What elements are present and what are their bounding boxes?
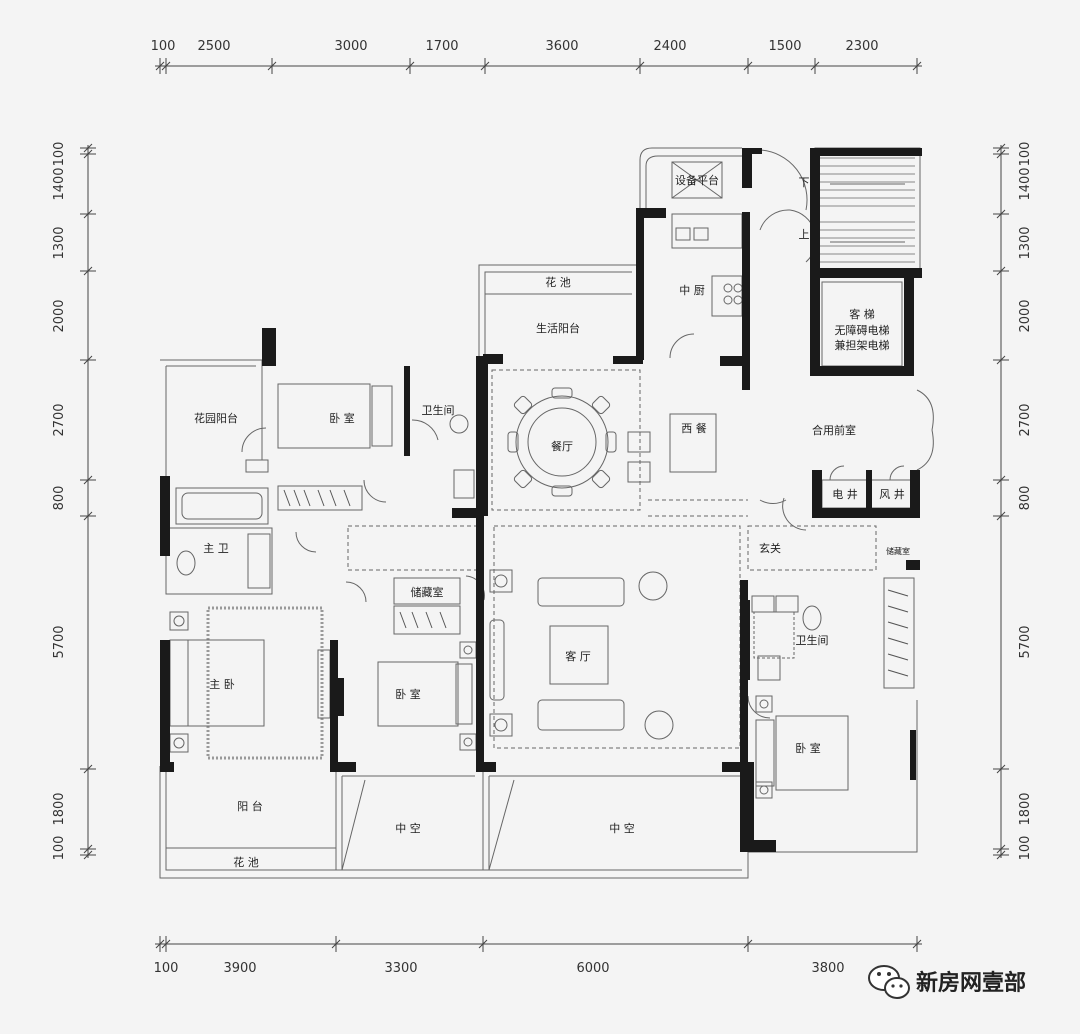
label-service-balcony: 生活阳台 [536, 321, 580, 335]
dim-left-1: 100 [52, 142, 67, 167]
label-equipment-platform: 设备平台 [675, 173, 719, 187]
dim-right-5: 2700 [1018, 403, 1033, 436]
dim-right-4: 2000 [1018, 299, 1033, 332]
dim-right-1: 100 [1018, 142, 1033, 167]
dimensions-right: 100 1400 1300 2000 2700 800 5700 1800 10… [1018, 142, 1033, 861]
dimension-lines [80, 58, 1009, 952]
dim-right-6: 800 [1018, 486, 1033, 511]
room-labels: 设备平台 下 上 中 厨 花 池 生活阳台 客 梯 无障碍电梯 兼担架电梯 花园… [194, 173, 910, 869]
dim-right-7: 5700 [1018, 625, 1033, 658]
dim-left-4: 2000 [52, 299, 67, 332]
dim-bottom-4: 6000 [576, 961, 609, 976]
label-dining: 餐厅 [551, 439, 573, 453]
label-storage-mid: 储藏室 [411, 585, 444, 599]
label-electrical-shaft: 电 井 [832, 487, 858, 501]
label-balcony: 阳 台 [237, 799, 263, 813]
dim-top-3: 3000 [334, 39, 367, 54]
dim-right-3: 1300 [1018, 226, 1033, 259]
wardrobe-hatch [283, 489, 909, 677]
label-stair-down: 下 [799, 176, 810, 189]
dim-bottom-2: 3900 [223, 961, 256, 976]
wechat-logo-icon [868, 965, 910, 999]
label-flower-bed-bottom: 花 池 [233, 856, 259, 869]
label-bathroom-right: 卫生间 [796, 633, 829, 647]
label-void-left: 中 空 [395, 821, 421, 835]
side-tables [169, 569, 773, 799]
label-flower-bed-top: 花 池 [545, 276, 571, 289]
door-swings [176, 149, 905, 719]
label-bedroom-right: 卧 室 [795, 741, 821, 755]
label-master-bedroom: 主 卧 [209, 678, 235, 691]
label-bathroom-top: 卫生间 [422, 403, 455, 417]
label-master-bath: 主 卫 [203, 542, 229, 555]
watermark-text: 新房网壹部 [916, 970, 1026, 996]
label-garden-balcony: 花园阳台 [194, 411, 238, 425]
dim-top-8: 2300 [845, 39, 878, 54]
dim-left-5: 2700 [52, 403, 67, 436]
dim-left-9: 100 [52, 836, 67, 861]
dim-top-7: 1500 [768, 39, 801, 54]
label-western-kitchen: 西 餐 [681, 421, 707, 435]
label-guest-elevator: 客 梯 [849, 307, 875, 321]
dim-left-3: 1300 [52, 226, 67, 259]
label-living-room: 客 厅 [565, 649, 591, 663]
dim-top-1: 100 [151, 39, 176, 54]
label-storage-small: 储藏室 [886, 546, 910, 556]
dimensions-bottom: 100 3900 3300 6000 3800 [154, 961, 845, 976]
dim-right-9: 100 [1018, 836, 1033, 861]
dim-top-6: 2400 [653, 39, 686, 54]
label-shared-lobby: 合用前室 [812, 423, 856, 437]
dim-bottom-1: 100 [154, 961, 179, 976]
label-bedroom-top: 卧 室 [329, 411, 355, 425]
dim-left-6: 800 [52, 486, 67, 511]
dim-bottom-3: 3300 [384, 961, 417, 976]
walls [160, 148, 922, 852]
dim-right-2: 1400 [1018, 167, 1033, 200]
label-middle-kitchen: 中 厨 [679, 284, 705, 297]
watermark: 新房网壹部 [868, 965, 1026, 999]
dim-top-5: 3600 [545, 39, 578, 54]
dim-bottom-5: 3800 [811, 961, 844, 976]
label-accessible-elevator: 无障碍电梯 [835, 323, 890, 337]
dim-top-4: 1700 [425, 39, 458, 54]
dining-table [507, 387, 617, 497]
dim-left-7: 5700 [52, 625, 67, 658]
label-stair-up: 上 [799, 228, 810, 241]
label-void-right: 中 空 [609, 821, 635, 835]
label-foyer: 玄关 [759, 541, 781, 555]
dimensions-left: 100 1400 1300 2000 2700 800 5700 1800 10… [52, 142, 67, 861]
dim-left-8: 1800 [52, 792, 67, 825]
dim-left-2: 1400 [52, 167, 67, 200]
dim-top-2: 2500 [197, 39, 230, 54]
label-stretcher-elevator: 兼担架电梯 [835, 338, 890, 352]
label-bedroom-mid: 卧 室 [395, 687, 421, 701]
dim-right-8: 1800 [1018, 792, 1033, 825]
dimensions-top: 100 2500 3000 1700 3600 2400 1500 2300 [151, 39, 879, 54]
label-air-shaft: 风 井 [879, 487, 905, 501]
